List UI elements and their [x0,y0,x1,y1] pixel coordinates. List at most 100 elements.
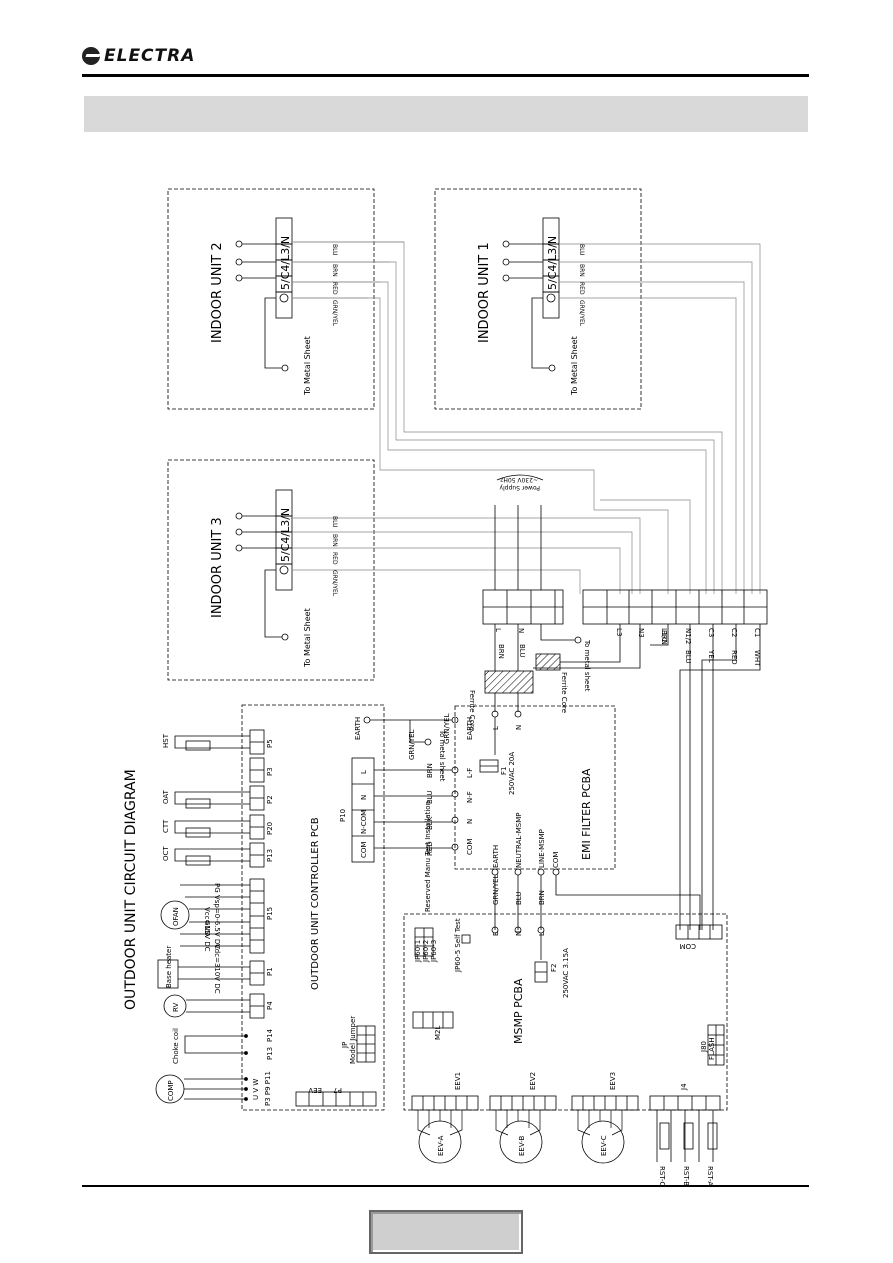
brand-logo: ELECTRA [82,46,195,66]
msmp-jp-self: JP60-5 Self Test [454,918,462,973]
conn-p5: P5 [266,739,274,748]
wire-blu-3: BLU [331,516,338,528]
conn-p4: P4 [266,1001,274,1010]
conn-p1: P1 [266,967,274,976]
wire-grnyel-3: GRN/YEL [331,570,338,597]
msmp-n: N [515,931,523,936]
emi-earth: EARTH [466,717,474,740]
comp-label: COMP [167,1080,175,1101]
wire-brn-3: BRN [331,534,338,547]
ctrl-to-metal: To metal sheet [438,729,446,782]
emi-n: N [466,819,474,824]
emi-com2: COM [552,852,560,868]
eev-b-label: EEV-B [518,1135,526,1156]
conn-p3: P3 [266,767,274,776]
ctrl-grnyel: GRN/YEL [408,729,416,760]
metal-sheet-label-2: To Metal Sheet [303,336,312,396]
msmp-blu: BLU [515,892,523,905]
power-supply-voltage: ~230V 50Hz [500,476,538,483]
tb-label-n: N [517,628,525,633]
header-rule [82,74,809,77]
p15-pg: PG [213,883,221,893]
indoor-unit-1-label: INDOOR UNIT 1 [477,242,492,343]
tb-wire-yel: YEL [707,649,715,663]
ctrl-wire-blk: BLK [426,816,434,830]
ctrl-p10-n: N [360,795,368,800]
eev-c-label: EEV-C [600,1135,608,1156]
conn-p20: P20 [266,822,274,835]
p15-vsp: Vsp=0-6.5V DC [213,895,221,949]
emi-n-in: N [515,725,523,730]
conn-p13: P13 [266,849,274,862]
p15-vcc: Vcc=15V DC [203,907,211,952]
emi-earth2: EARTH [492,845,500,868]
conn-p14: P14 [266,1028,274,1042]
ctrl-wire-brn: BRN [426,763,434,778]
emi-lf: L-F [466,768,474,778]
sensor-oat: OAT [162,789,170,804]
eev-label: EEV [308,1086,322,1094]
sensor-oct: OCT [162,846,170,861]
diagram-title: OUTDOOR UNIT CIRCUIT DIAGRAM [123,769,139,1010]
msmp-m2l: M2L [434,1026,442,1040]
msmp-fuse-rating: 250VAC 3.15A [562,948,570,998]
msmp-com: COM [680,942,696,950]
emi-filter-box [454,705,616,870]
terminal-label-2: 5/C4/L3/N [279,236,292,290]
brand-name: ELECTRA [104,46,196,66]
conn-p2: P2 [266,795,274,804]
msmp-fuse: F2 [550,964,558,972]
emi-line-msmp: LINE-MSMP [538,829,546,868]
sensor-hst: HST [162,733,170,748]
p7-label: P7 [333,1086,342,1094]
p3p9p11-label: P3 P9 P11 [264,1071,272,1106]
wire-grnyel-1: GRN/YEL [578,300,585,327]
page-number-box [369,1210,523,1254]
indoor-unit-1-box [434,188,642,410]
metal-sheet-label-3: To Metal Sheet [303,608,312,668]
tb-label-c3: C3 [707,628,715,637]
ctrl-wire-red: RED [426,841,434,856]
msmp-j80: J80 [700,1041,708,1053]
model-jumper-label: Model Jumper [349,1016,357,1064]
tb-to-metal: To metal sheet [583,639,591,692]
tb-label-l3: L3 [615,628,623,636]
rst-a-label: RST-A [706,1166,714,1186]
msmp-reserved: Reserved Manu Test Installation [424,801,432,912]
msmp-jp1: JP60-1 [414,940,422,963]
ctrl-p10-ncom: N-COM [360,810,368,834]
msmp-brn: BRN [538,890,546,905]
emi-nf: N-F [466,791,474,803]
emi-grnyel: GRN/YEL [443,713,451,744]
rst-c-label: RST-C [658,1166,666,1186]
msmp-eev1: EEV1 [454,1072,462,1090]
wire-brn-1: BRN [578,264,585,277]
choke-label: Choke coil [172,1028,180,1064]
msmp-jp3: JP60-3 [430,940,438,963]
eev-a-label: EEV-A [437,1135,445,1156]
power-supply-label: Power Supply [499,484,540,491]
tb-wire-wht: WHT [753,650,761,667]
msmp-j4: J4 [680,1083,688,1091]
wire-red-2: RED [331,282,338,295]
emi-com: COM [466,839,474,855]
conn-p15: P15 [266,907,274,920]
msmp-jp2: JP60-2 [422,940,430,963]
indoor-unit-3-label: INDOOR UNIT 3 [210,517,225,618]
p15-vdc: Vdc=310V DC [213,944,221,994]
controller-title: OUTDOOR UNIT CONTROLLER PCB [310,817,321,990]
wire-red-1: RED [578,282,585,295]
ofan-label: OFAN [172,907,180,926]
wire-grnyel-2: GRN/YEL [331,300,338,327]
tb-label-c2: C2 [730,628,738,637]
ctrl-wire-blu: BLU [426,791,434,804]
emi-title: EMI FILTER PCBA [580,768,593,860]
wire-blu-2: BLU [331,244,338,256]
electra-logo-icon [82,47,100,65]
rst-b-label: RST-B [682,1166,690,1186]
msmp-title: MSMP PCBA [512,978,525,1044]
msmp-e: E [492,932,500,936]
msmp-grnyel: GRN/YEL [492,874,500,905]
rv-label: RV [172,1003,180,1012]
